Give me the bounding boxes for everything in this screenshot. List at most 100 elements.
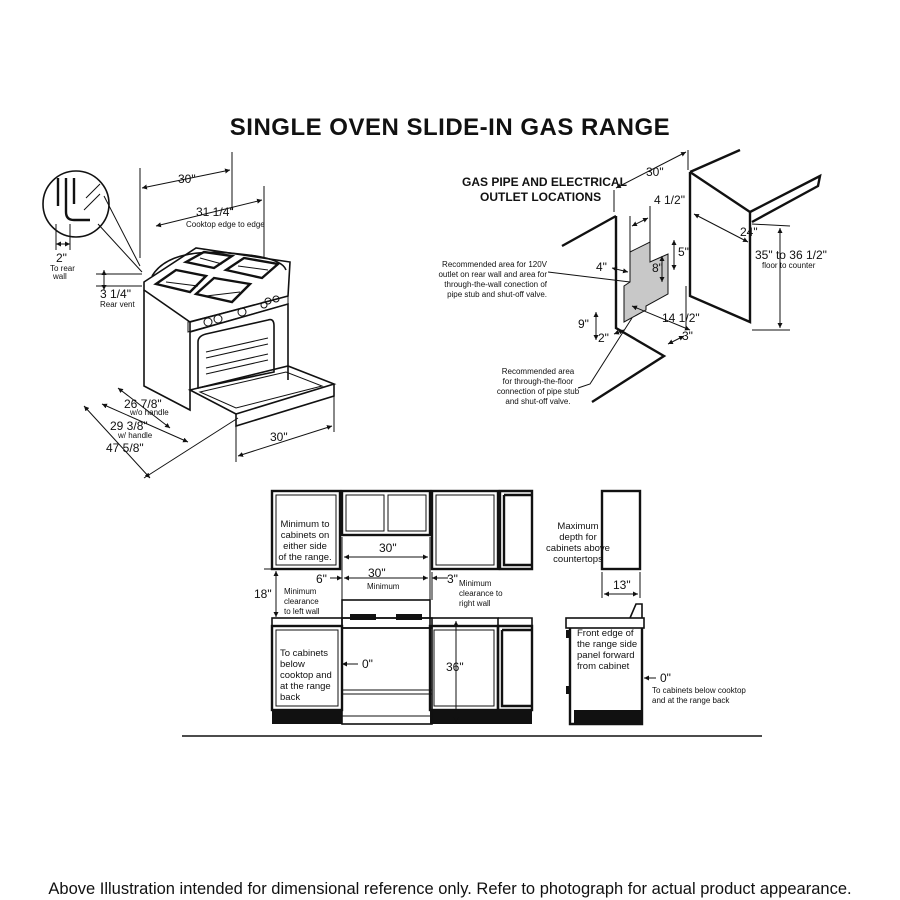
upper-cabinet-side xyxy=(600,489,642,571)
note-wall-2: outlet on rear wall and area for xyxy=(438,270,547,279)
detail-leader xyxy=(97,195,143,273)
page-title: SINGLE OVEN SLIDE-IN GAS RANGE xyxy=(229,114,671,141)
side-below-note-2: and at the range back xyxy=(652,696,730,705)
gas-heading-1: GAS PIPE AND ELECTRICAL xyxy=(462,175,627,189)
d-9: 9" xyxy=(578,317,589,331)
front-edge-note-2: the range side xyxy=(577,639,637,650)
right-wall-note-3: right wall xyxy=(459,599,491,608)
recommended-area xyxy=(623,241,669,323)
range-body-front xyxy=(341,627,433,725)
knob xyxy=(237,307,247,317)
gas-heading-2: OUTLET LOCATIONS xyxy=(480,190,601,204)
cooktop-grates xyxy=(153,250,281,304)
rear-wall-note2: wall xyxy=(52,272,67,281)
note-floor-3: connection of pipe stub xyxy=(497,387,580,396)
d-3-right: 3" xyxy=(447,572,458,586)
knob xyxy=(260,301,268,309)
d-5: 5" xyxy=(678,245,689,259)
note-side-cab-3: either side xyxy=(283,541,327,552)
width-top-dim: 30" xyxy=(379,541,397,555)
range-side-backguard xyxy=(629,603,643,619)
rear-wall-dim: 2" xyxy=(56,251,67,265)
front-edge-note-4: from cabinet xyxy=(577,661,630,672)
left-wall-note-1: Minimum xyxy=(284,587,317,596)
below-note-4: at the range xyxy=(280,681,331,692)
range-side-top xyxy=(565,617,645,629)
range-side-panel xyxy=(143,290,191,412)
below-note-1: To cabinets xyxy=(280,648,328,659)
counter-height-note: floor to counter xyxy=(762,261,816,270)
left-wall-note-3: to left wall xyxy=(284,607,320,616)
upper-cabinet-over-range xyxy=(340,489,432,537)
side-below-note-1: To cabinets below cooktop xyxy=(652,686,746,695)
below-note-2: below xyxy=(280,659,305,670)
note-side-cab-4: of the range. xyxy=(278,552,331,563)
gas-width-dim: 30" xyxy=(646,165,664,179)
d-4: 4" xyxy=(596,260,607,274)
d-4-1-2: 4 1/2" xyxy=(654,193,685,207)
note-floor-2: for through-the-floor xyxy=(503,377,574,386)
depth-door-open-dim: 47 5/8" xyxy=(106,441,144,455)
d-24: 24" xyxy=(740,225,758,239)
note-side-cab-1: Minimum to xyxy=(280,519,329,530)
height-36-dim: 36" xyxy=(446,660,464,674)
range-view: 2" To rear wall xyxy=(42,152,337,479)
d-6: 6" xyxy=(316,572,327,586)
cabinet-front-view: Minimum to cabinets on either side of th… xyxy=(182,489,762,737)
cooktop-width-dim: 31 1/4" xyxy=(196,205,234,219)
depth-w-handle-note: w/ handle xyxy=(117,431,153,440)
note-side-cab-2: cabinets on xyxy=(281,530,330,541)
detail-vent xyxy=(56,178,90,222)
side-toe-kick xyxy=(574,710,642,724)
disclaimer-footer: Above Illustration intended for dimensio… xyxy=(48,880,852,898)
toe-kick-left xyxy=(272,710,342,724)
rear-vent-note: Rear vent xyxy=(100,300,135,309)
countertop xyxy=(749,173,822,224)
upper-cabinet-left xyxy=(270,489,342,571)
countertop-left xyxy=(271,617,343,627)
counter-height-dim: 35" to 36 1/2" xyxy=(755,248,827,262)
oven-racks xyxy=(205,337,269,375)
gas-pipe-view: GAS PIPE AND ELECTRICAL OUTLET LOCATIONS… xyxy=(438,148,827,406)
upper-cabinet-right xyxy=(430,489,500,571)
d-2: 2" xyxy=(598,331,609,345)
below-note-5: back xyxy=(280,692,300,703)
note-wall-1: Recommended area for 120V xyxy=(442,260,548,269)
left-wall-note-2: clearance xyxy=(284,597,319,606)
max-depth-note-2: depth for xyxy=(559,532,597,543)
note-floor-1: Recommended area xyxy=(502,367,575,376)
d-3: 3" xyxy=(682,329,693,343)
below-note-3: cooktop and xyxy=(280,670,332,681)
detail-circle xyxy=(42,170,110,238)
countertop-right xyxy=(429,617,499,627)
knob xyxy=(213,314,223,324)
d-0-side: 0" xyxy=(660,671,671,685)
front-edge-note-1: Front edge of xyxy=(577,628,634,639)
d-8: 8" xyxy=(652,261,663,275)
right-wall-note-2: clearance to xyxy=(459,589,503,598)
width-min-note: Minimum xyxy=(367,582,400,591)
depth-wo-handle-note: w/o handle xyxy=(129,408,169,417)
right-cabinet xyxy=(688,148,752,324)
width-min-dim: 30" xyxy=(368,566,386,580)
note-wall-leader xyxy=(547,271,631,283)
width-dim: 30" xyxy=(178,172,196,186)
toe-kick-right xyxy=(430,710,532,724)
left-wall-edge xyxy=(561,214,617,248)
note-wall-4: pipe stub and shut-off valve. xyxy=(447,290,547,299)
note-wall-3: through-the-wall conection of xyxy=(444,280,548,289)
floor-edge xyxy=(591,216,667,404)
right-wall-note-1: Minimum xyxy=(459,579,492,588)
rear-wall-note1: To rear xyxy=(50,264,75,273)
range-front xyxy=(189,302,289,380)
lower-cabinet-right xyxy=(428,624,500,712)
side-view: Maximum depth for cabinets above counter… xyxy=(546,489,746,726)
knob xyxy=(203,317,213,327)
note-floor-4: and shut-off valve. xyxy=(505,397,570,406)
rear-vent-dim: 3 1/4" xyxy=(100,287,131,301)
max-depth-note-3: cabinets above xyxy=(546,543,610,554)
front-edge-note-3: panel forward xyxy=(577,650,635,661)
rear-vent-trim xyxy=(151,251,287,277)
